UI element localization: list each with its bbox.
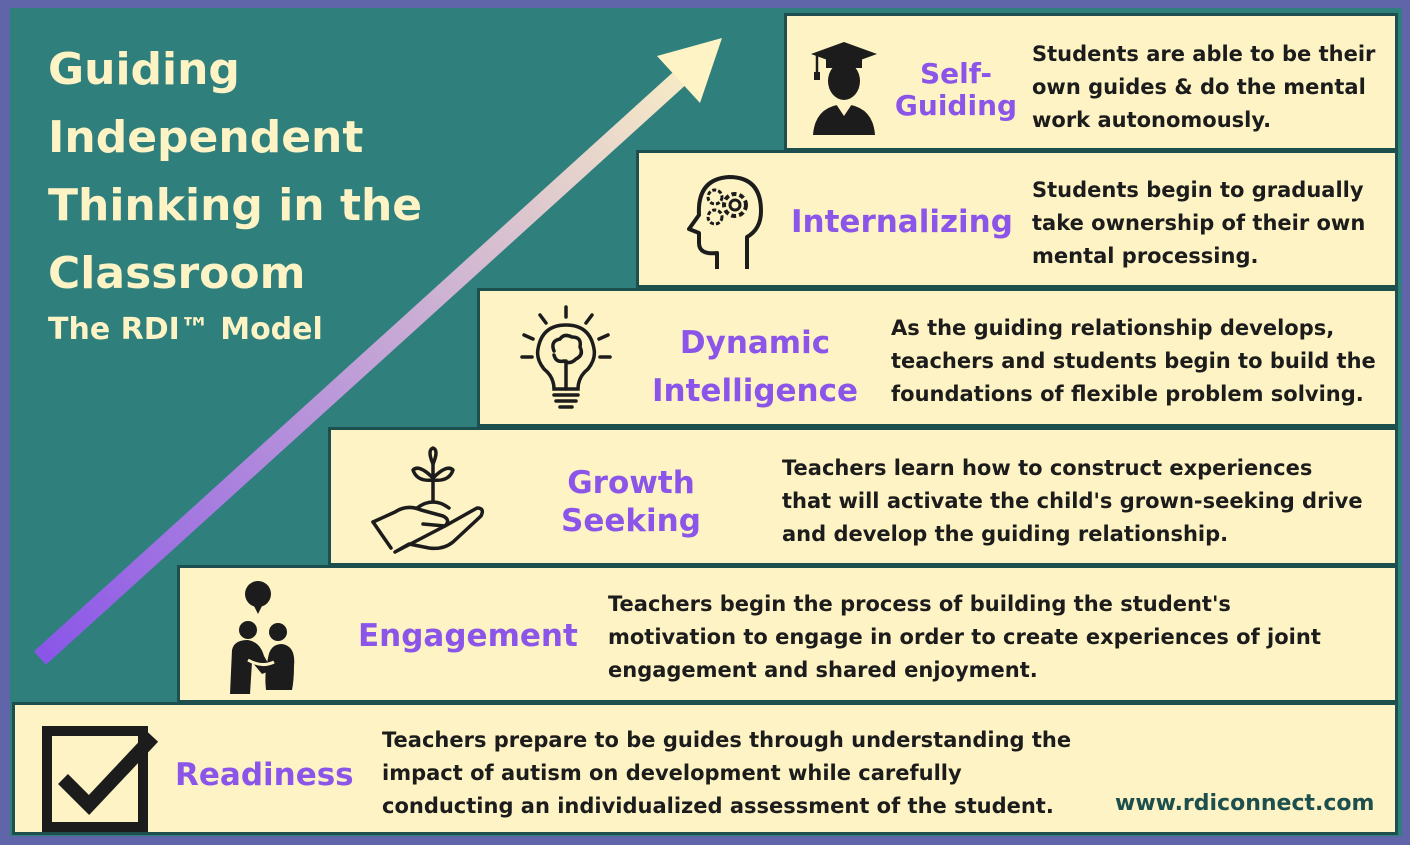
step-label-line: Intelligence	[652, 373, 859, 409]
desc-line: Teachers learn how to construct experien…	[782, 456, 1313, 480]
step-label: Engagement	[358, 617, 578, 655]
step-dynamic-intelligence: Dynamic Intelligence As the guiding rela…	[477, 288, 1398, 427]
desc-line: own guides & do the mental	[1032, 75, 1366, 99]
step-self-guiding: Self- Guiding Students are able to be th…	[784, 13, 1398, 151]
step-label-line: Self-	[919, 57, 993, 90]
step-internalizing: Internalizing Students begin to graduall…	[636, 150, 1398, 288]
title-line: Guiding	[48, 44, 240, 95]
graduate-icon	[811, 42, 877, 135]
step-readiness: Readiness Teachers prepare to be guides …	[12, 702, 1398, 835]
checkbox-check-icon	[42, 726, 159, 832]
desc-line: that will activate the child's grown-see…	[782, 489, 1363, 513]
desc-line: and develop the guiding relationship.	[782, 522, 1229, 546]
desc-line: Students are able to be their	[1032, 42, 1376, 66]
desc-line: mental processing.	[1032, 244, 1259, 268]
lightbulb-brain-icon	[520, 305, 612, 409]
desc-line: impact of autism on development while ca…	[382, 761, 962, 785]
step-label-line: Growth	[567, 465, 695, 501]
desc-line: Teachers begin the process of building t…	[608, 592, 1231, 616]
step-description: As the guiding relationship develops, te…	[891, 312, 1376, 411]
step-label-line: Guiding	[894, 89, 1018, 122]
desc-line: conducting an individualized assessment …	[382, 794, 1054, 818]
step-label-line: Internalizing	[791, 204, 1013, 240]
step-label-line: Readiness	[175, 757, 354, 793]
desc-line: foundations of flexible problem solving.	[891, 382, 1364, 406]
adult-child-icon	[230, 581, 295, 694]
title-line: Classroom	[48, 248, 306, 299]
desc-line: take ownership of their own	[1032, 211, 1366, 235]
step-label: Internalizing	[791, 203, 1013, 241]
step-growth-seeking: Growth Seeking Teachers learn how to con…	[328, 427, 1398, 566]
step-label: Readiness	[175, 756, 354, 794]
desc-line: As the guiding relationship develops,	[891, 316, 1335, 340]
step-label-line: Engagement	[358, 618, 578, 654]
desc-line: engagement and shared enjoyment.	[608, 658, 1038, 682]
step-label-line: Seeking	[561, 503, 701, 539]
desc-line: work autonomously.	[1032, 108, 1272, 132]
head-gears-icon	[687, 175, 763, 269]
desc-line: Teachers prepare to be guides through un…	[382, 728, 1072, 752]
step-label-line: Dynamic	[679, 325, 831, 361]
page-title: Guiding Independent Thinking in the Clas…	[48, 36, 468, 308]
hand-sprout-icon	[371, 446, 485, 554]
step-description: Students begin to gradually take ownersh…	[1032, 174, 1365, 273]
step-label: Self- Guiding	[883, 58, 1029, 122]
step-description: Teachers begin the process of building t…	[608, 588, 1321, 687]
step-description: Students are able to be their own guides…	[1032, 38, 1375, 137]
desc-line: Students begin to gradually	[1032, 178, 1364, 202]
title-line: Independent	[48, 112, 364, 163]
step-description: Teachers prepare to be guides through un…	[382, 724, 1071, 823]
title-line: Thinking in the	[48, 180, 423, 231]
website-url[interactable]: www.rdiconnect.com	[1115, 791, 1375, 816]
step-label: Dynamic Intelligence	[652, 319, 858, 415]
page-subtitle: The RDI™ Model	[48, 312, 323, 347]
step-label: Growth Seeking	[541, 464, 721, 540]
desc-line: teachers and students begin to build the	[891, 349, 1376, 373]
step-description: Teachers learn how to construct experien…	[782, 452, 1363, 551]
step-engagement: Engagement Teachers begin the process of…	[177, 565, 1398, 703]
desc-line: motivation to engage in order to create …	[608, 625, 1321, 649]
